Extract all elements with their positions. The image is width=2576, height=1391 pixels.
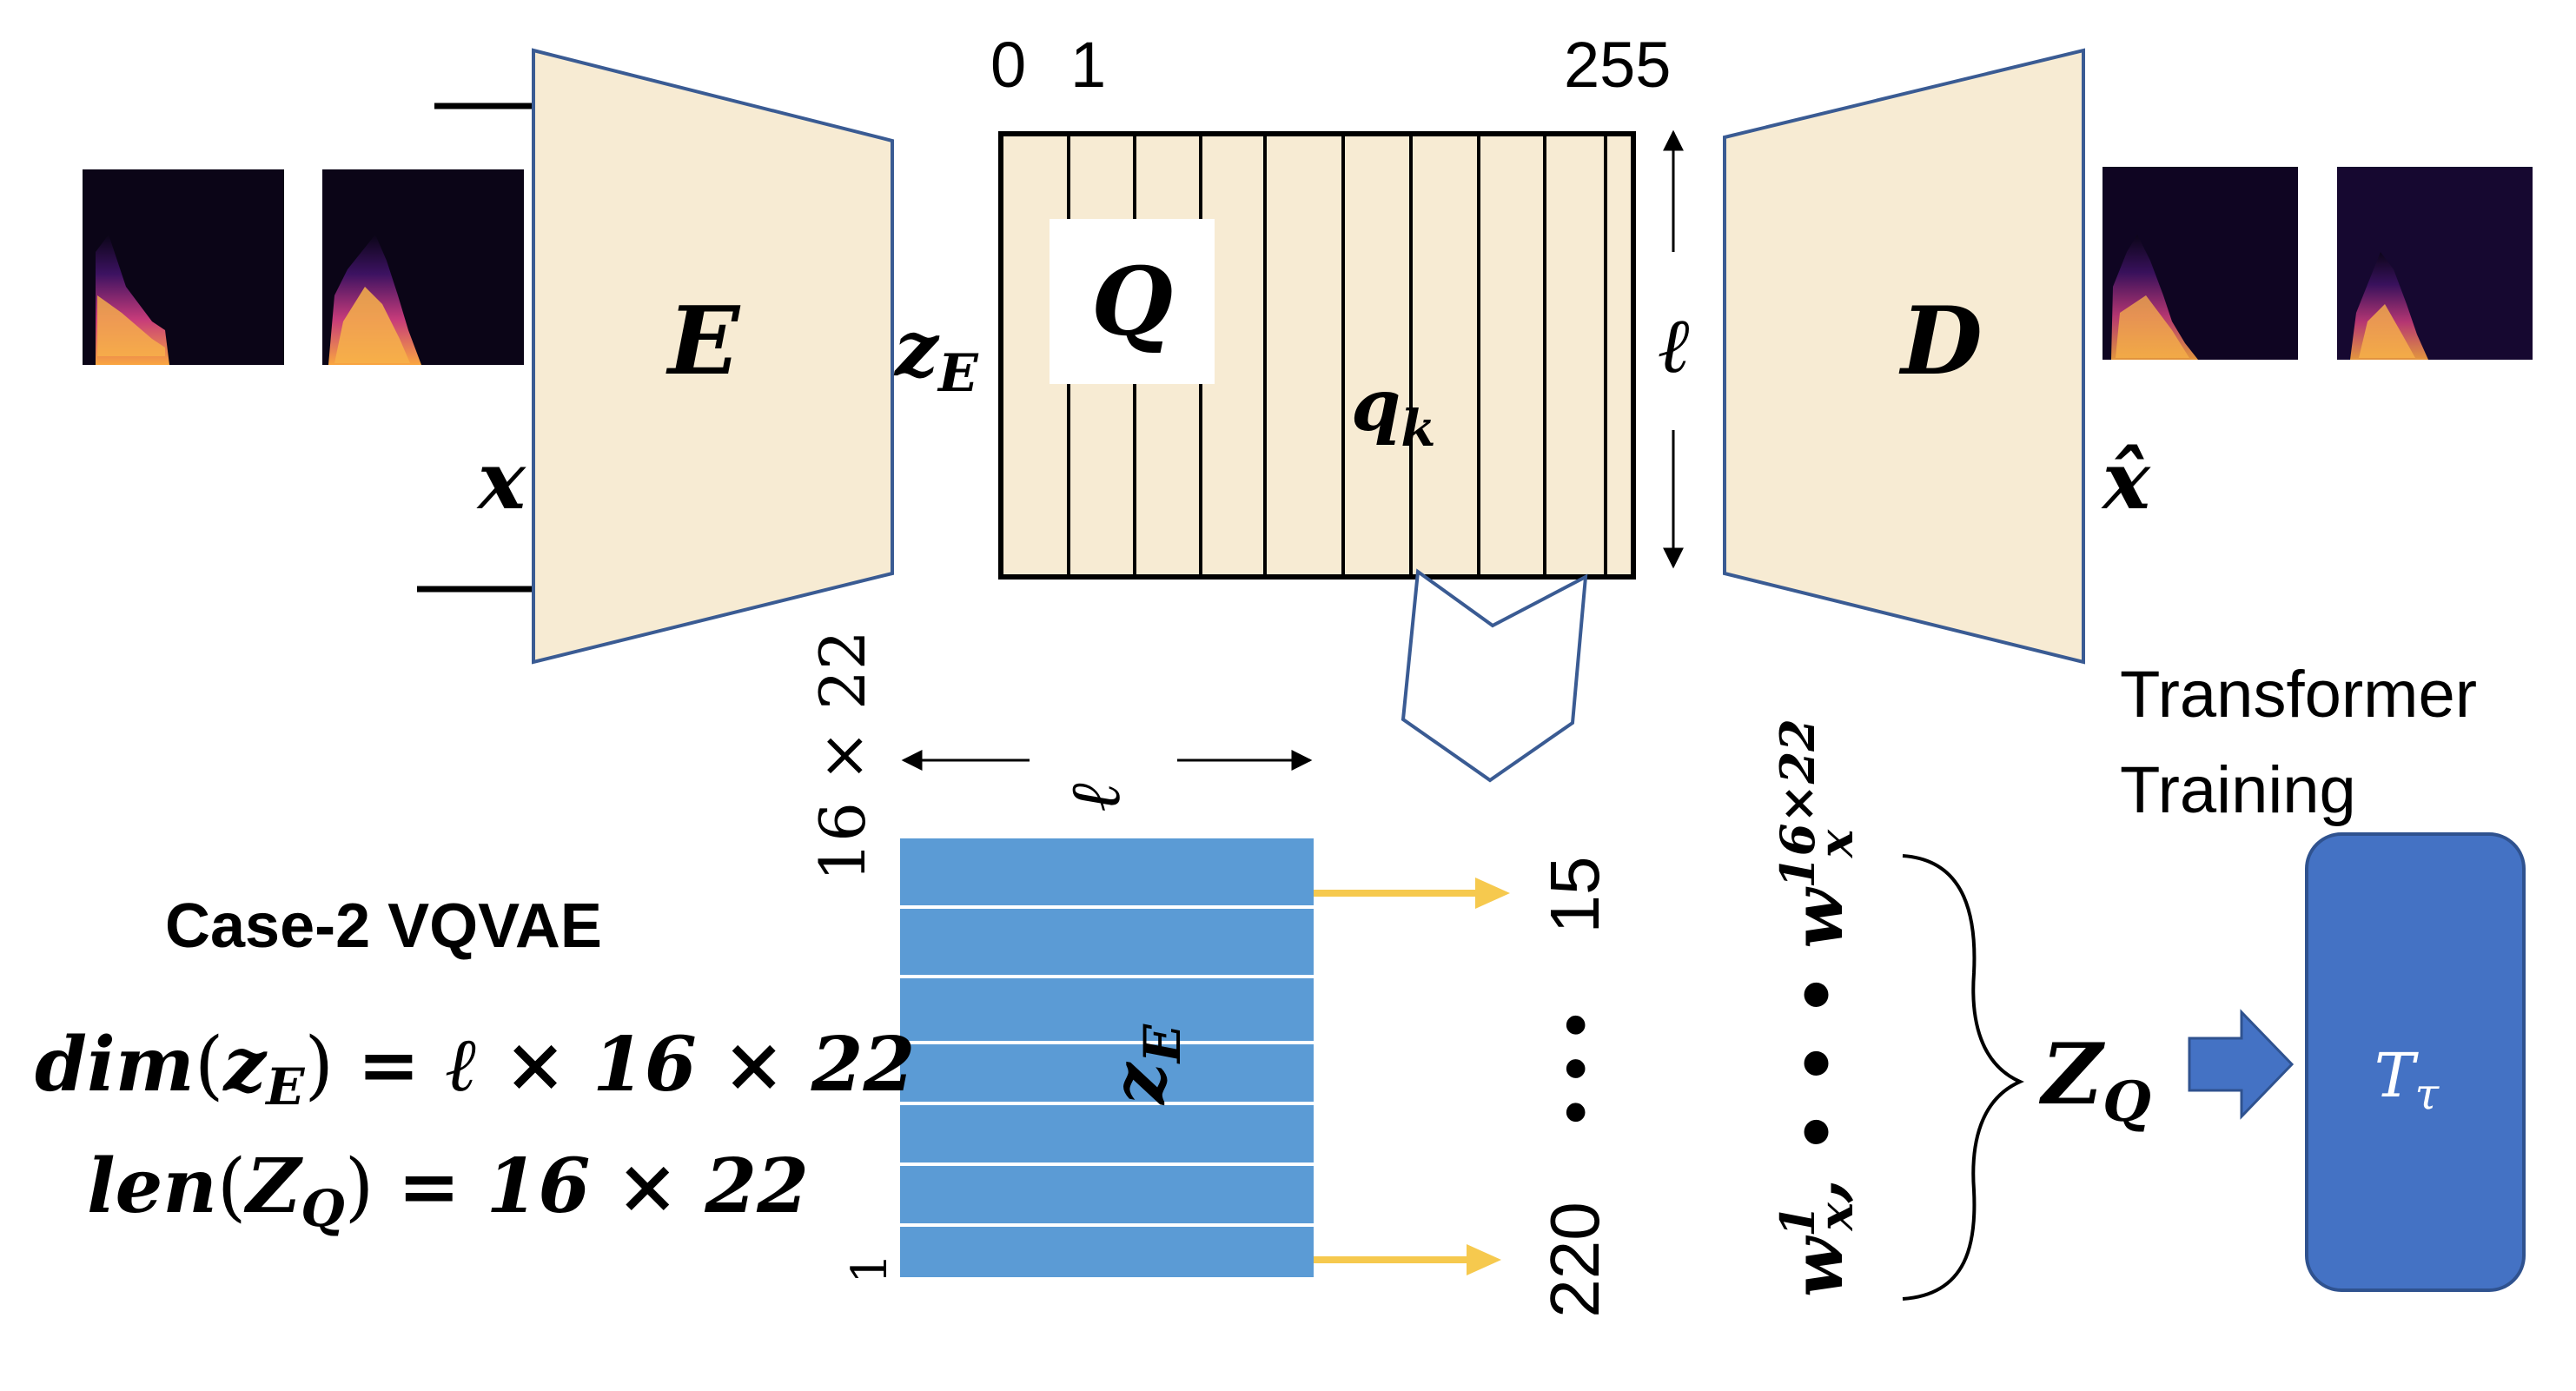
to-transformer-arrow	[2188, 1009, 2295, 1120]
codebook-index-1: 1	[1070, 29, 1106, 101]
transformer-title-line2: Training	[2120, 753, 2356, 827]
sequence-index-15: 15	[1536, 857, 1613, 934]
z-e-grid	[900, 838, 1314, 1277]
encoder-label: E	[666, 287, 741, 396]
transformer-title-line1: Transformer	[2120, 658, 2477, 732]
grid-dim-label: 16 × 22	[806, 630, 879, 881]
decoder-block: D	[1723, 48, 2085, 665]
quantizer-label-box	[1050, 219, 1215, 384]
z-e-grid-label: zE	[1096, 1023, 1192, 1106]
codebook-index-255: 255	[1564, 29, 1671, 101]
caption-equation-len: len(ZQ) = 16 × 22	[87, 1143, 809, 1238]
sequence-index-220: 220	[1536, 1202, 1613, 1317]
decoder-label: D	[1898, 287, 1983, 396]
codebook-lookup-arrow	[1401, 568, 1588, 783]
caption-equation-dim: dim(zE) = ℓ × 16 × 22	[35, 1021, 915, 1116]
grid-row-1-label: 1	[842, 1253, 898, 1284]
yellow-arrow-top-head	[1475, 878, 1510, 909]
sequence-dots: • • •	[1536, 1013, 1613, 1124]
encoder-block: E	[532, 48, 894, 665]
codebook-ell-label: ℓ	[1658, 301, 1690, 390]
grid-ell-label: ℓ	[1055, 783, 1136, 811]
q-k-label: qk	[1351, 364, 1436, 458]
quantizer-label: Q	[1091, 248, 1173, 357]
input-x-label: x	[476, 434, 526, 527]
z-q-brace	[1902, 854, 2024, 1301]
output-spectrogram-2	[2337, 167, 2533, 360]
output-spectrogram-1	[2103, 167, 2298, 360]
input-spectrogram-2	[322, 169, 524, 365]
caption-title: Case-2 VQVAE	[165, 891, 602, 961]
Z-q-label: ZQ	[2038, 1025, 2151, 1135]
transformer-box	[2305, 832, 2526, 1292]
z-e-label: zE	[893, 303, 979, 404]
yellow-arrow-bottom-head	[1467, 1244, 1501, 1275]
output-x-hat-label: x̂	[2101, 434, 2151, 527]
transformer-T-label: Tτ	[2374, 1040, 2440, 1119]
w-x-sequence: w1x, • • • w16×22x	[1770, 719, 1864, 1297]
codebook-index-0: 0	[990, 29, 1026, 101]
input-spectrogram-1	[83, 169, 284, 365]
